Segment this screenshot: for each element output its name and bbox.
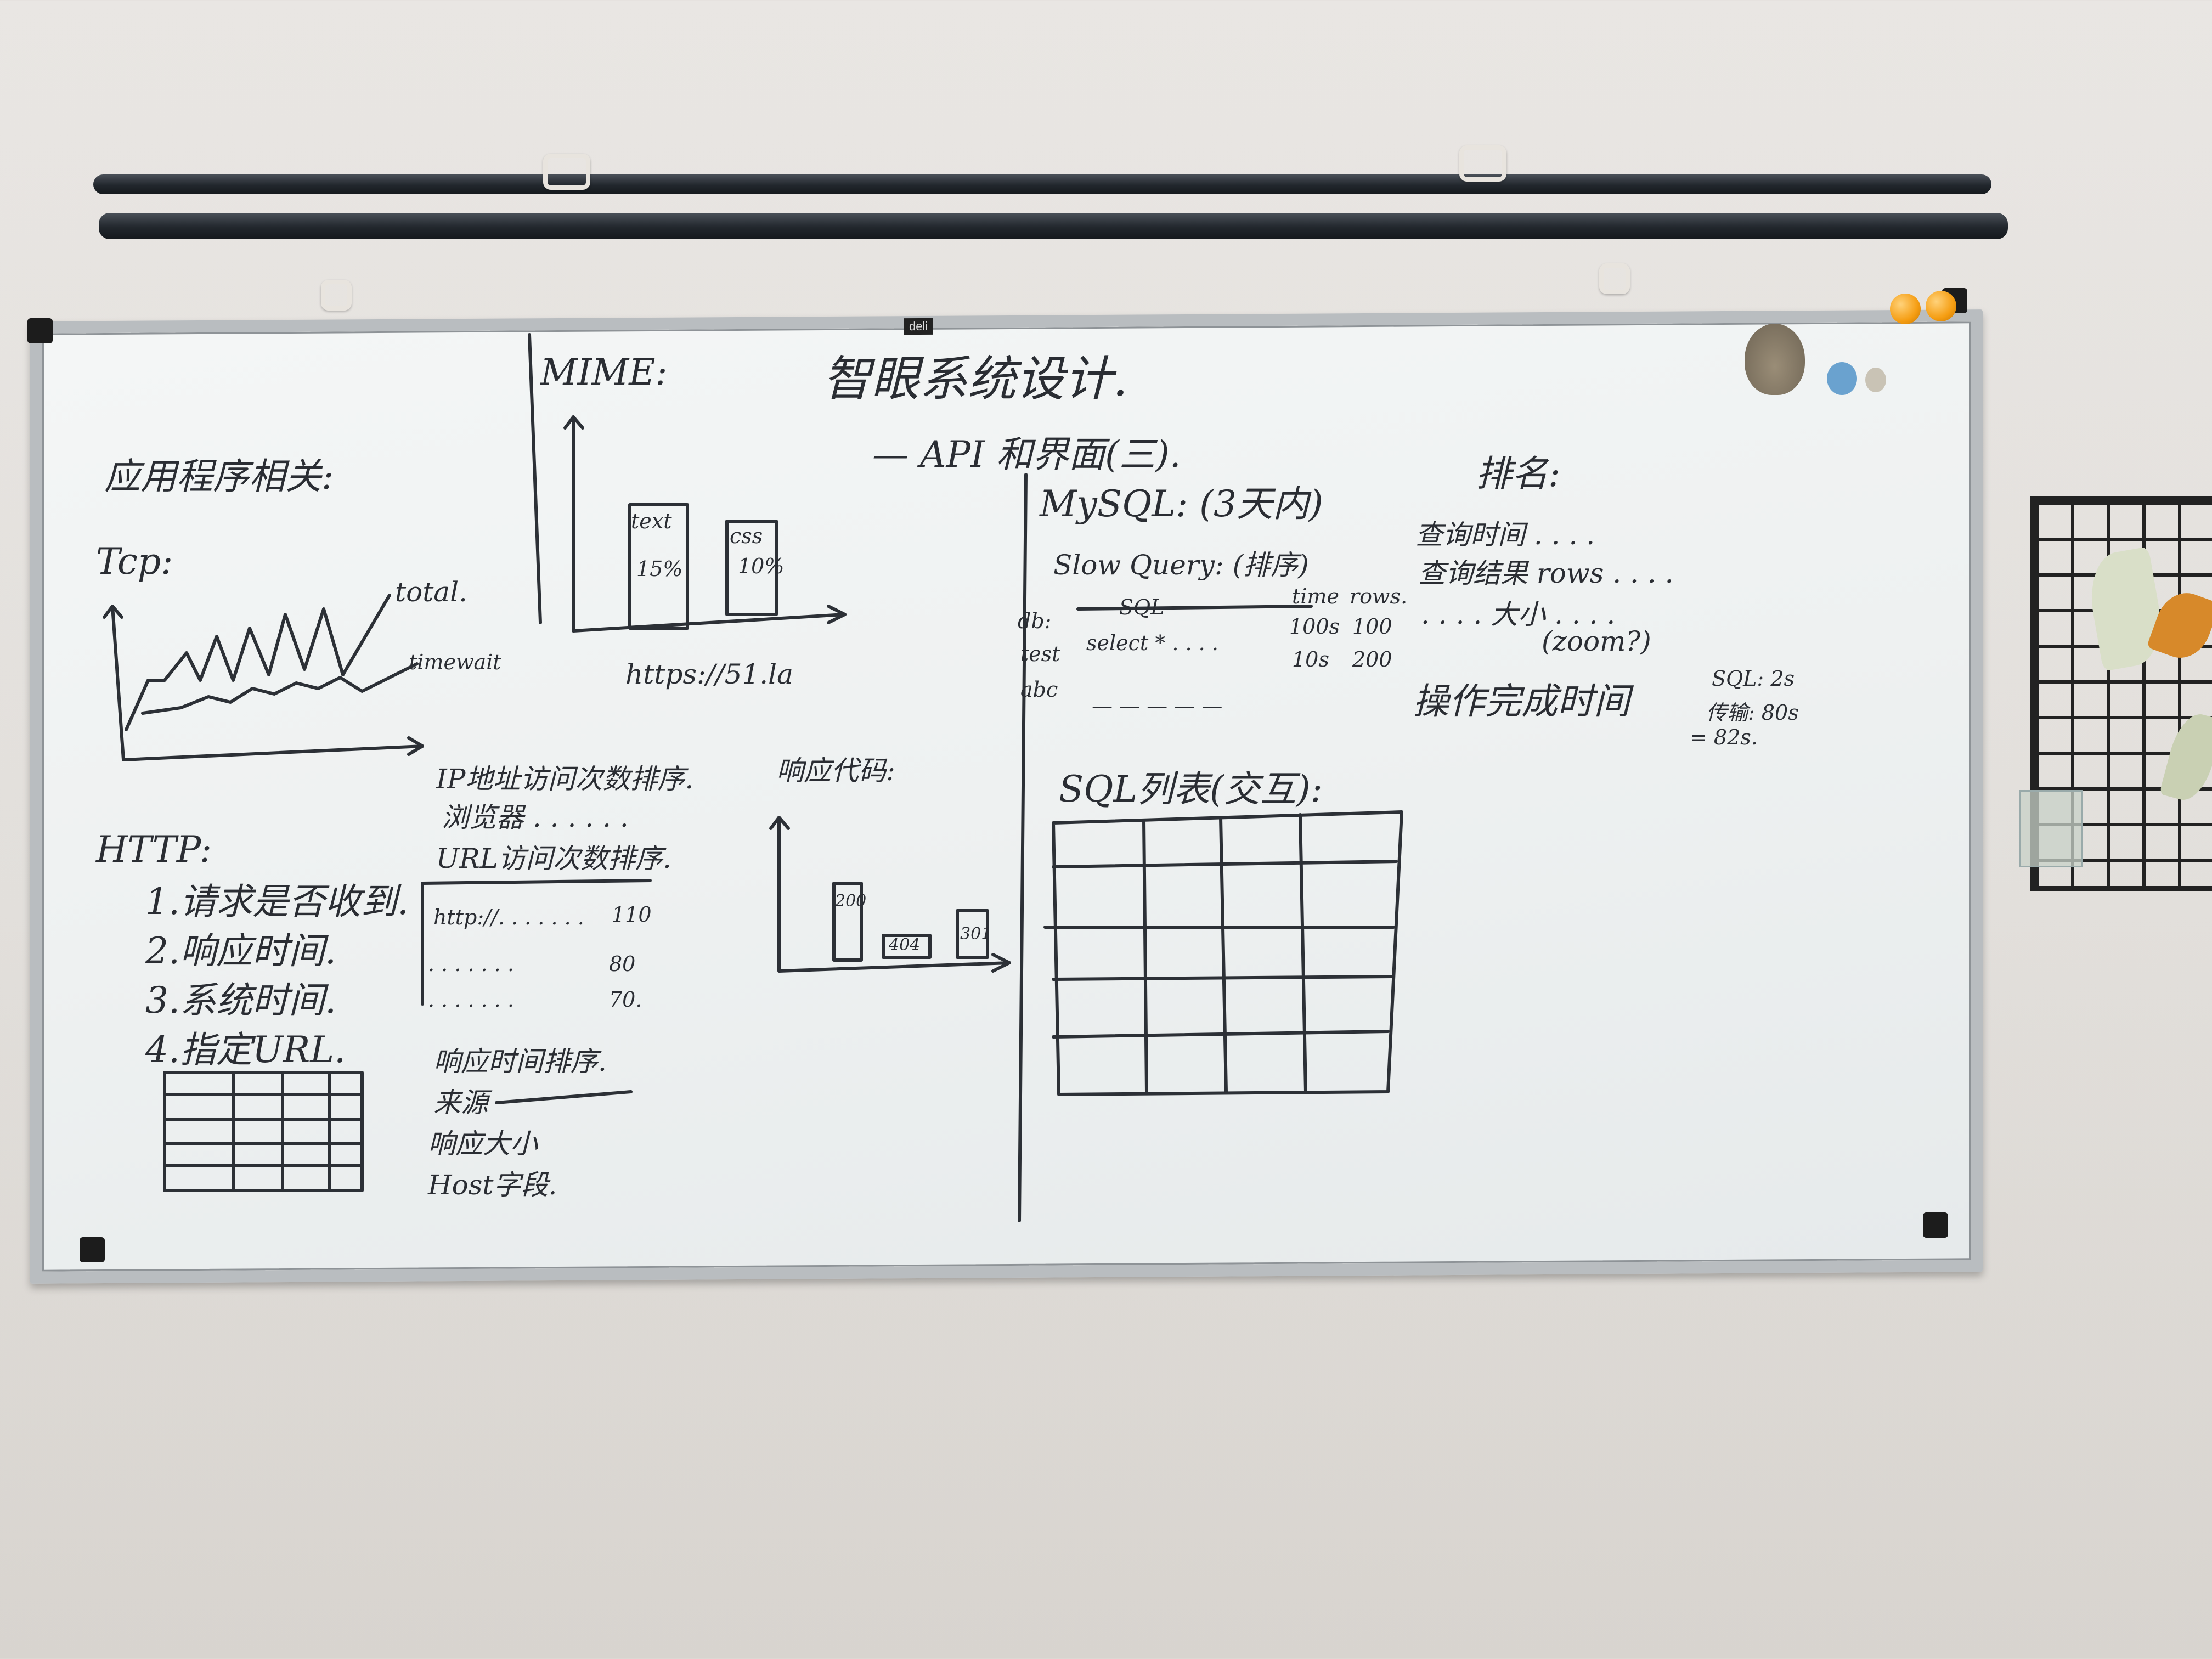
board-hook-right [1599, 263, 1630, 294]
slow-query-strike [1076, 605, 1313, 611]
wall-hook-right [1459, 145, 1506, 182]
sq-row-db: abc [1020, 678, 1058, 702]
sql-list-table [1043, 810, 1403, 1096]
url-row-count: 70. [609, 988, 642, 1012]
response-code-label: 响应代码: [776, 755, 895, 787]
orange-magnet [1890, 294, 1921, 324]
sq-header-time: time [1292, 584, 1339, 608]
url-row-url: . . . . . . . [428, 988, 515, 1012]
sq-row-rows: 100 [1352, 614, 1392, 639]
divider-center [1018, 473, 1028, 1222]
sq-row-time: 100s [1289, 614, 1340, 639]
blue-totoro-sticker [1827, 362, 1857, 395]
mysql-label: MySQL: (3天内) [1040, 483, 1323, 525]
sq-row-db: test [1020, 642, 1060, 666]
url-row-url: . . . . . . . [428, 952, 515, 976]
resp-time-sort-label: 响应时间排序. [433, 1046, 607, 1077]
tcp-total-label: total. [395, 576, 467, 608]
http-item: 2.响应时间. [145, 930, 336, 972]
code-bar-label: 404 [889, 935, 921, 955]
board-hook-left [321, 280, 352, 311]
tcp-chart [103, 594, 424, 761]
sort-item: . . . . 大小 . . . . [1421, 599, 1616, 630]
wall-hook-left [543, 154, 590, 190]
sort-item: 查询结果 rows . . . . [1418, 557, 1674, 589]
code-bar-label: 301 [960, 924, 992, 944]
mime-bar-text-value: 15% [636, 557, 683, 581]
app-section-title: 应用程序相关: [104, 455, 334, 498]
projector-screen-lower-tube [99, 213, 2008, 239]
zoom-note: (zoom?) [1542, 625, 1651, 657]
sq-row-sql: — — — — — [1092, 694, 1223, 718]
projector-screen-upper-tube [93, 174, 1991, 194]
sq-header-db: db: [1018, 609, 1052, 633]
mime-bar-css-value: 10% [738, 554, 785, 578]
orange-magnet [1926, 291, 1956, 321]
sq-header-rows: rows. [1350, 584, 1408, 608]
sq-row-rows: 200 [1352, 647, 1392, 672]
url-sort-label: URL访问次数排序. [436, 843, 672, 874]
source-label: 来源 [433, 1087, 488, 1119]
url-list-box [421, 879, 652, 1006]
board-title: 智眼系统设计. [823, 351, 1128, 407]
host-field-label: Host字段. [428, 1169, 557, 1201]
totoro-sticker [1745, 324, 1805, 395]
op-time-label: 操作完成时间 [1413, 680, 1630, 723]
mime-chart [563, 415, 847, 633]
mime-bar-css-label: css [730, 524, 763, 548]
url-row-count: 80 [609, 952, 636, 976]
tcp-timewait-label: timewait [409, 650, 501, 674]
response-code-chart [769, 816, 1011, 973]
http-item: 3.系统时间. [145, 979, 336, 1022]
left-small-table [163, 1071, 364, 1192]
mime-label: MIME: [540, 351, 668, 393]
small-totoro-sticker [1865, 368, 1886, 392]
source-underline [495, 1090, 633, 1104]
divider-left [528, 333, 542, 624]
browser-label: 浏览器 . . . . . . [442, 802, 629, 833]
sql-list-label: SQL列表(交互): [1059, 768, 1323, 810]
board-subtitle: — API 和界面(三). [872, 433, 1181, 476]
clip-container [2019, 790, 2083, 867]
op-detail: SQL: 2s [1712, 667, 1795, 691]
op-detail: 传输: 80s [1706, 701, 1799, 725]
slow-query-label: Slow Query: (排序) [1053, 549, 1309, 581]
ip-sort-label: IP地址访问次数排序. [436, 763, 694, 795]
http-item: 4.指定URL. [145, 1029, 346, 1071]
url-note: https://51.la [625, 658, 793, 690]
url-row-count: 110 [612, 902, 652, 927]
sq-row-sql: select * . . . . [1086, 631, 1218, 655]
sort-title: 排名: [1476, 453, 1561, 495]
code-bar-label: 200 [835, 891, 867, 911]
board-corner-bottom-right [1923, 1212, 1948, 1238]
mime-bar-text-label: text [631, 509, 672, 533]
sq-header-sql: SQL [1119, 595, 1165, 619]
sort-item: 查询时间 . . . . [1415, 519, 1595, 551]
http-label: HTTP: [96, 828, 212, 871]
tcp-label: Tcp: [96, 540, 173, 583]
resp-size-label: 响应大小 [428, 1128, 538, 1160]
board-corner-top-left [27, 318, 53, 343]
board-corner-bottom-left [80, 1237, 105, 1262]
op-detail: = 82s. [1690, 725, 1758, 749]
sq-row-time: 10s [1292, 647, 1329, 672]
http-item: 1.请求是否收到. [145, 881, 409, 923]
url-row-url: http://. . . . . . . [433, 905, 584, 929]
